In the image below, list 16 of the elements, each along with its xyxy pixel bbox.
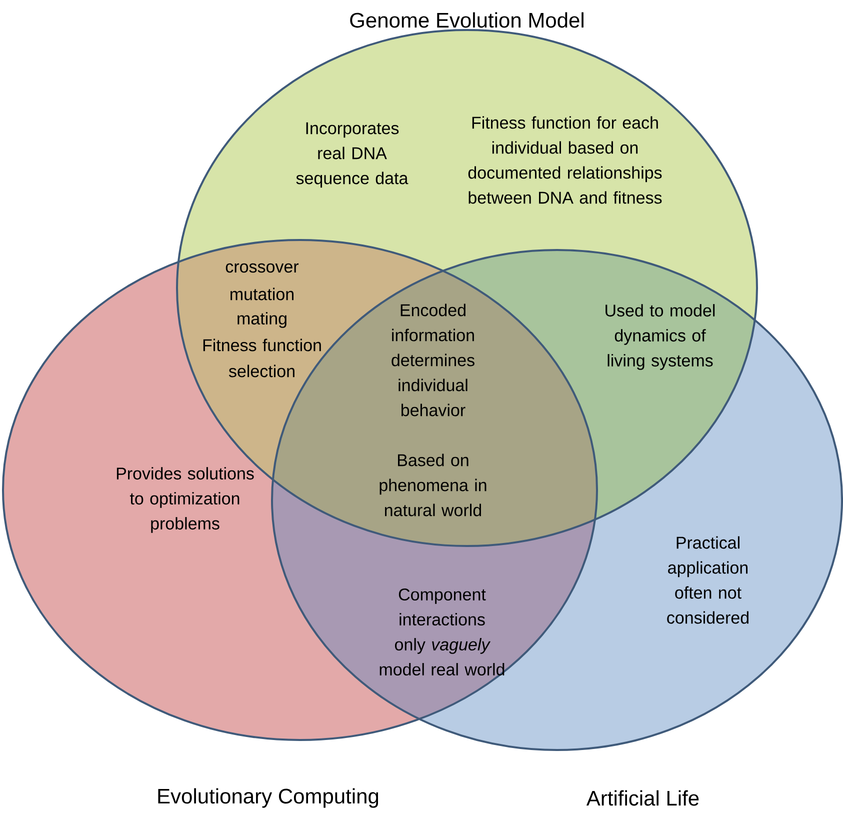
region-text: selection: [228, 364, 294, 378]
region-text: Incorporates real DNA sequence data: [296, 122, 408, 188]
region-text: Component interactions only vaguely model real world: [380, 588, 504, 676]
region-text: Used to model dynamics of living systems: [606, 304, 715, 370]
circle-title: Evolutionary Computing: [158, 788, 378, 808]
region-text: Provides solutions to optimization problems: [116, 467, 254, 533]
region-text: Based on phenomena in natural world: [380, 454, 486, 516]
region-text: mating: [238, 312, 286, 328]
region-text: mutation: [230, 288, 294, 300]
region-text: Practical application often not considered: [667, 536, 748, 624]
circle-title: Artificial Life: [586, 790, 699, 806]
region-text: crossover: [226, 263, 299, 273]
region-text: Encoded information determines individual behavior: [392, 304, 474, 416]
circle-title: Genome Evolution Model: [350, 12, 584, 28]
region-text: Fitness function: [203, 338, 321, 352]
region-text: Fitness function for each individual based on documented relationships between DNA and fitness: [468, 116, 662, 204]
